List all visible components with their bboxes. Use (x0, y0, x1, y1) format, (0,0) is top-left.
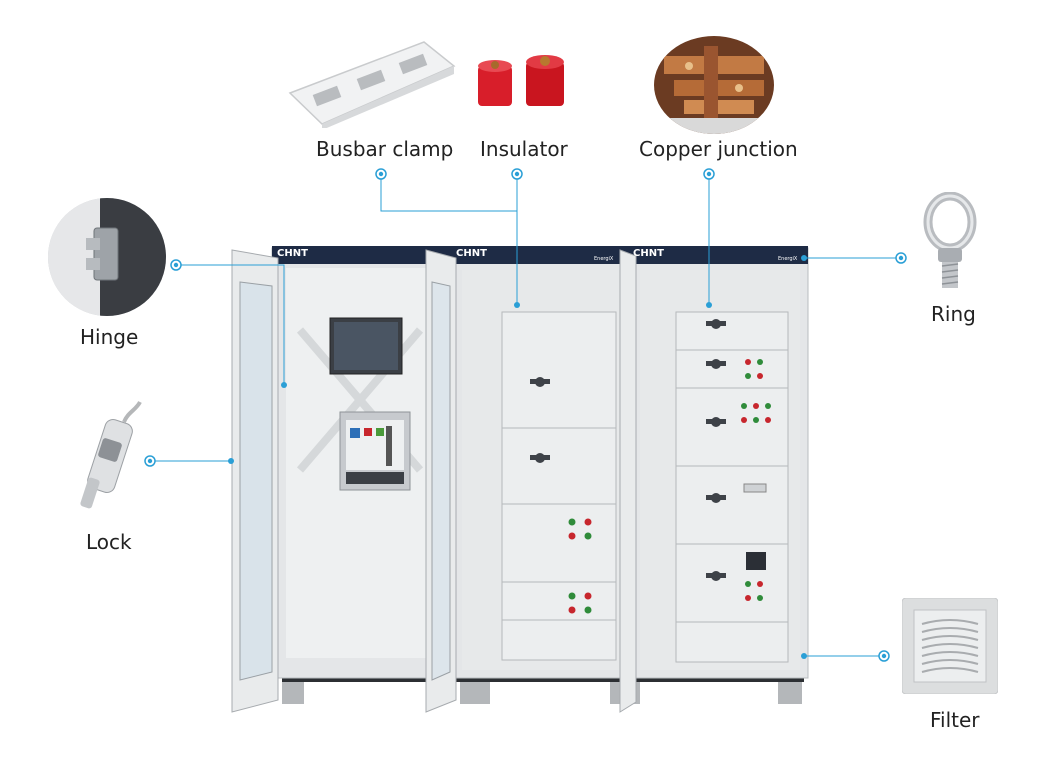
busbar-clamp-image (288, 41, 456, 128)
filter-label: Filter (930, 708, 980, 732)
hinge-label: Hinge (80, 325, 139, 349)
insulator-label: Insulator (480, 137, 568, 161)
lock-image (80, 400, 142, 509)
lock-label: Lock (86, 530, 132, 554)
series-label-middle: EnergiX (594, 256, 614, 262)
ring-image (923, 192, 977, 288)
copper-junction-image (654, 36, 774, 134)
brand-logo-left: CHNT (277, 248, 308, 259)
ring-label: Ring (931, 302, 976, 326)
series-label-right: EnergiX (778, 256, 798, 262)
insulator-image (478, 55, 564, 106)
busbar-clamp-label: Busbar clamp (316, 137, 454, 161)
filter-image (902, 598, 998, 694)
copper-junction-label: Copper junction (639, 137, 798, 161)
brand-logo-middle: CHNT (456, 248, 487, 259)
brand-logo-right: CHNT (633, 248, 664, 259)
